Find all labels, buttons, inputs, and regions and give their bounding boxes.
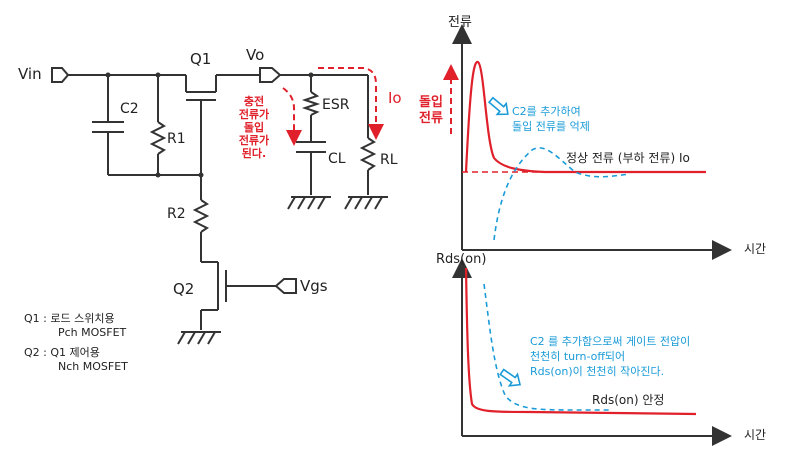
charge-note-line: 전류가 xyxy=(238,108,270,121)
rds-slow-curve xyxy=(483,283,612,411)
suppress-arrow xyxy=(487,96,509,116)
charge-current-note: 충전 전류가 돌입 전류가 된다. xyxy=(232,95,276,160)
charge-note-line: 돌입 xyxy=(243,121,265,134)
rds-note-line: C2 를 추가함으로써 게이트 전압이 xyxy=(530,335,691,348)
q1-description: Q1 : 로드 스위치용 Pch MOSFET xyxy=(24,312,126,340)
q2-description: Q2 : Q1 제어용 Nch MOSFET xyxy=(24,346,128,374)
q1-desc-line1: Q1 : 로드 스위치용 xyxy=(24,312,115,325)
r2-label: R2 xyxy=(167,206,186,222)
rds-note-line: 천천히 turn-off되어 xyxy=(530,350,626,363)
inrush-current-curve xyxy=(464,60,706,174)
inrush-label-line: 돌입 xyxy=(419,95,443,110)
q1-desc-line2: Pch MOSFET xyxy=(58,326,127,339)
vgs-port xyxy=(274,278,297,294)
c2-note-line: 돌입 전류를 억제 xyxy=(512,120,590,133)
q1-label: Q1 xyxy=(190,50,212,68)
charge-note-line: 된다. xyxy=(241,147,267,160)
ground-rl xyxy=(344,196,388,210)
bottom-y-label: Rds(on) xyxy=(436,252,487,267)
charge-note-line: 전류가 xyxy=(238,134,270,147)
bottom-graph xyxy=(452,258,732,446)
suppressed-current-curve xyxy=(493,147,631,241)
c2-note-line: C2를 추가하여 xyxy=(512,105,581,118)
rds-arrow xyxy=(499,368,522,387)
inrush-current-label: 돌입 전류 xyxy=(414,95,448,127)
top-x-label: 시간 xyxy=(744,242,767,256)
rds-stable-label: Rds(on) 안정 xyxy=(592,393,665,407)
charge-current-arrow xyxy=(282,87,302,146)
c2-suppress-note: C2를 추가하여 돌입 전류를 억제 xyxy=(512,104,590,134)
vo-label: Vo xyxy=(246,46,265,64)
steady-current-label: 정상 전류 (부하 전류) Io xyxy=(566,151,690,165)
bottom-x-label: 시간 xyxy=(744,428,767,442)
inrush-label-line: 전류 xyxy=(419,111,443,126)
vin-port xyxy=(51,67,70,83)
rds-fast-curve xyxy=(464,267,697,416)
r1-label: R1 xyxy=(167,131,186,147)
esr-label: ESR xyxy=(322,97,350,113)
charge-note-line: 충전 xyxy=(243,95,265,108)
circuit-wires xyxy=(51,67,388,345)
q2-desc-line1: Q2 : Q1 제어용 xyxy=(24,346,100,359)
io-label: Io xyxy=(388,89,402,107)
q2-label: Q2 xyxy=(173,280,195,298)
vo-port xyxy=(259,67,282,83)
vgs-label: Vgs xyxy=(300,277,328,295)
ground-cl xyxy=(287,196,331,210)
rds-note-line: Rds(on)이 천천히 작아진다. xyxy=(530,365,665,378)
top-y-label: 전류 xyxy=(448,15,472,30)
top-graph xyxy=(443,24,732,260)
ground-q2 xyxy=(177,331,221,345)
c2-label: C2 xyxy=(120,101,139,117)
circuit-nodes xyxy=(105,72,314,178)
rl-label: RL xyxy=(380,152,398,168)
vin-label: Vin xyxy=(18,65,42,83)
cl-label: CL xyxy=(328,151,346,167)
rds-note: C2 를 추가함으로써 게이트 전압이 천천히 turn-off되어 Rds(o… xyxy=(530,334,690,379)
q2-desc-line2: Nch MOSFET xyxy=(58,360,128,373)
